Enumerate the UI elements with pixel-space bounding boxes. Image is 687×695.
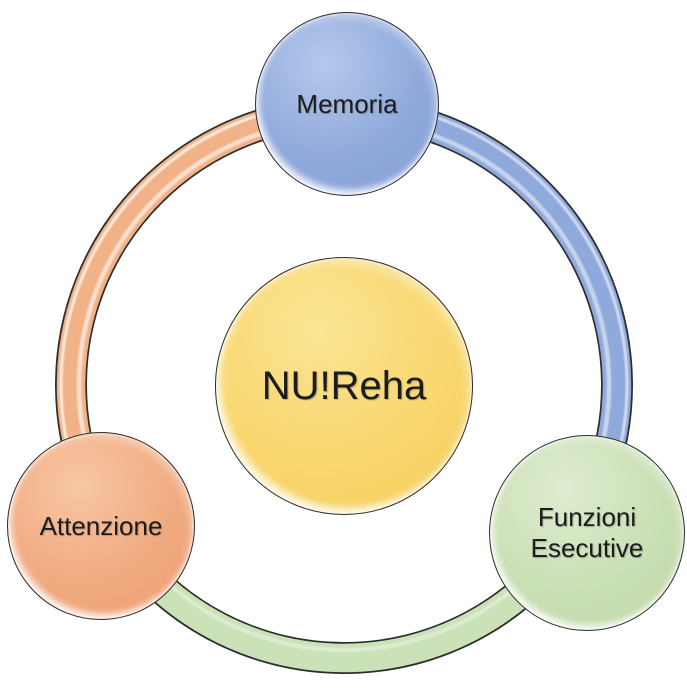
node-center-label: NU!Reha [261, 363, 427, 408]
node-memoria: Memoria [255, 12, 439, 196]
node-attenzione-label: Attenzione [39, 510, 163, 541]
node-center-nureha: NU!Reha [215, 257, 473, 515]
node-memoria-label: Memoria [296, 88, 398, 119]
node-funzioni-esecutive-label: Funzioni Esecutive [530, 501, 644, 563]
node-attenzione: Attenzione [7, 432, 195, 620]
node-funzioni-esecutive: Funzioni Esecutive [489, 435, 685, 631]
